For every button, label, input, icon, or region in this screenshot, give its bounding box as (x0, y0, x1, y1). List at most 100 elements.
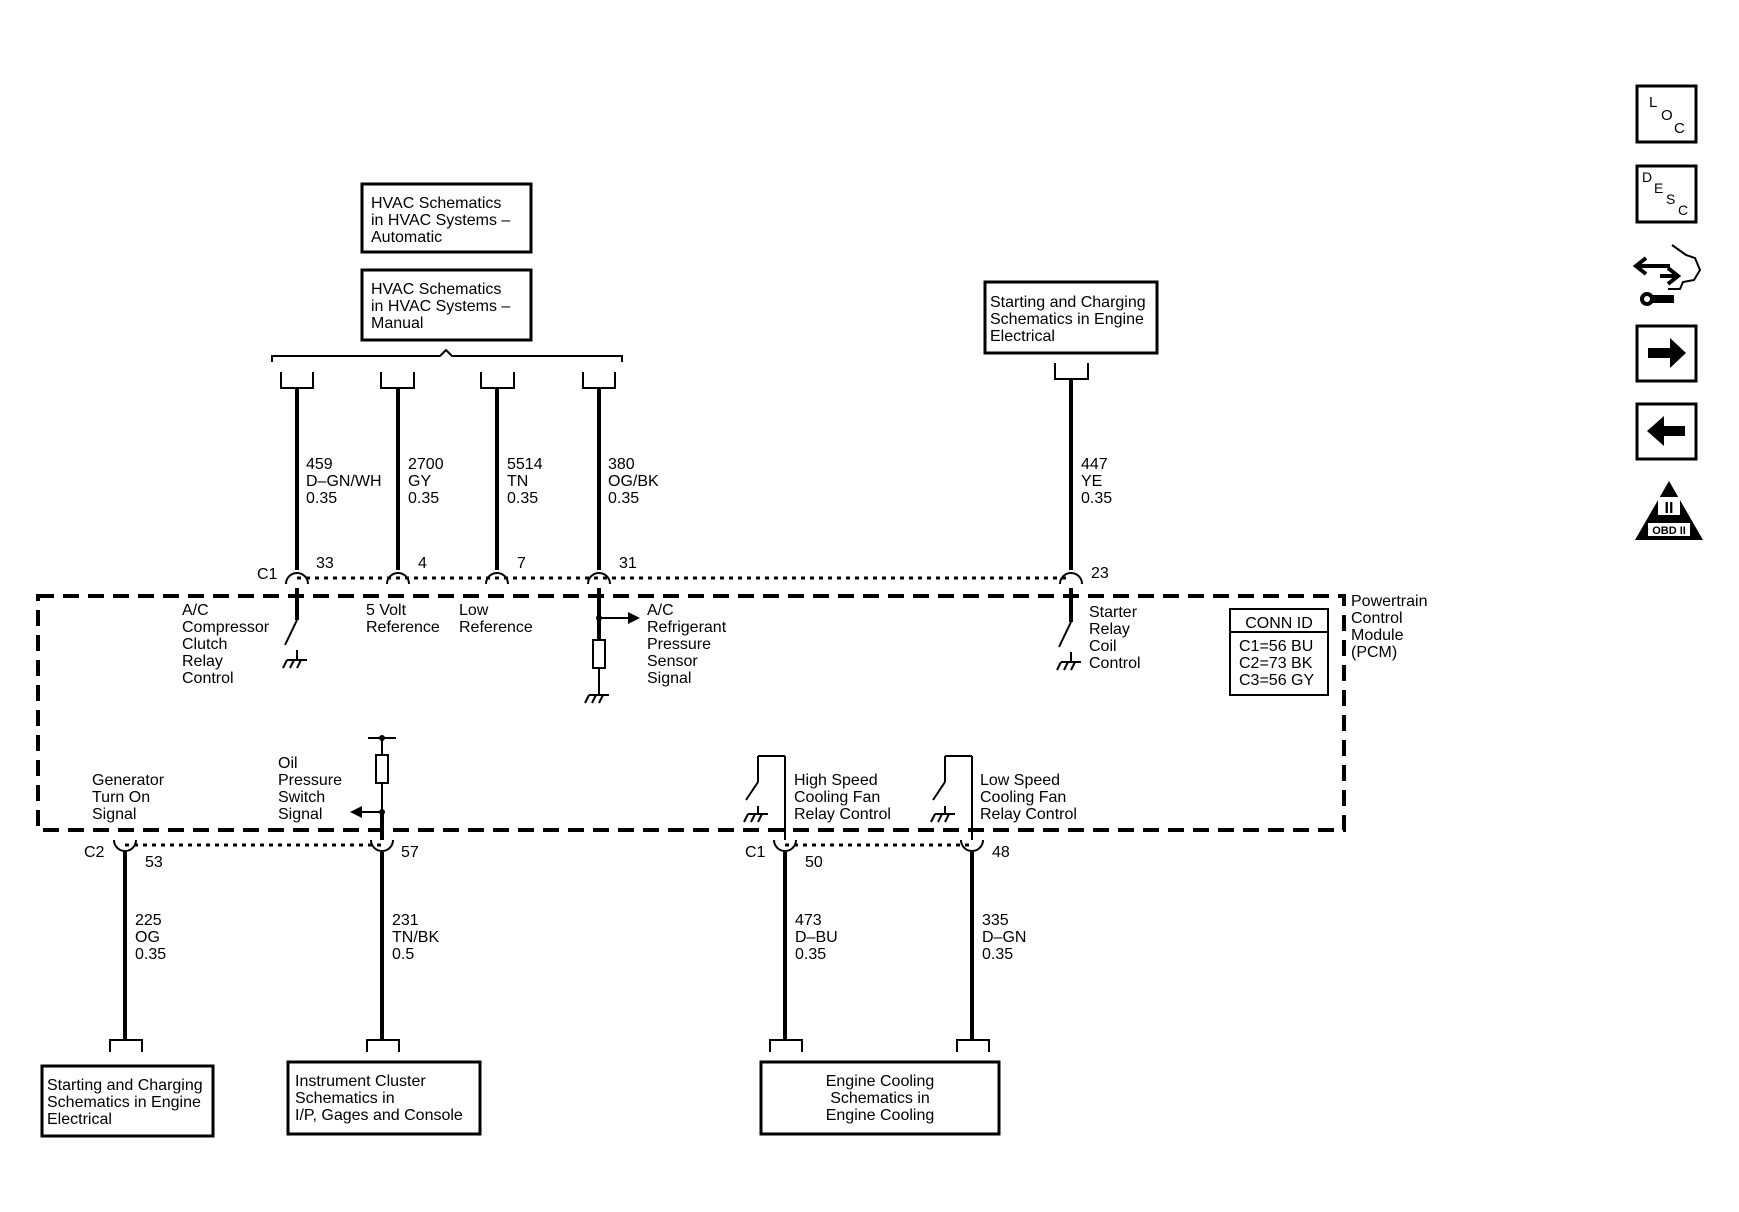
ref-box-starting-charging-top[interactable]: Starting and Charging Schematics in Engi… (983, 280, 1159, 355)
svg-text:447: 447 (1081, 456, 1108, 473)
harness-connector-icon[interactable] (1632, 244, 1702, 306)
svg-text:0.35: 0.35 (408, 490, 439, 507)
pcm-boundary (36, 594, 1346, 832)
svg-text:Turn On: Turn On (92, 789, 150, 806)
top-wires (295, 379, 1073, 570)
ref-box-hvac-manual[interactable]: HVAC Schematics in HVAC Systems – Manual (360, 268, 533, 342)
svg-text:Switch: Switch (278, 789, 325, 806)
svg-text:A/C: A/C (647, 602, 674, 619)
svg-text:Schematics in Engine: Schematics in Engine (47, 1094, 201, 1111)
svg-text:0.35: 0.35 (795, 946, 826, 963)
svg-text:Compressor: Compressor (182, 619, 270, 636)
circuit-label-generator: Generator Turn On Signal (92, 772, 165, 823)
svg-text:D–BU: D–BU (795, 929, 838, 946)
svg-text:C2=73 BK: C2=73 BK (1239, 655, 1313, 672)
svg-text:Low Speed: Low Speed (980, 772, 1060, 789)
arrow-right-icon[interactable] (1635, 324, 1698, 383)
svg-text:Module: Module (1351, 627, 1404, 644)
pin-48: 48 (992, 844, 1010, 861)
pin-53: 53 (145, 854, 163, 871)
svg-text:HVAC Schematics: HVAC Schematics (371, 281, 501, 298)
svg-text:Low: Low (459, 602, 489, 619)
svg-text:Relay Control: Relay Control (794, 806, 891, 823)
svg-text:Signal: Signal (647, 670, 691, 687)
pin-caps-bottom (113, 839, 984, 852)
svg-text:Control: Control (1089, 655, 1141, 672)
svg-text:Electrical: Electrical (990, 328, 1055, 345)
svg-text:Manual: Manual (371, 315, 423, 332)
pin-4: 4 (418, 555, 427, 572)
obd-ii-icon[interactable]: II OBD II (1635, 481, 1703, 540)
svg-text:L: L (1649, 94, 1657, 111)
pin-31: 31 (619, 555, 637, 572)
oil-pressure-signal-symbol (350, 735, 396, 840)
svg-text:OG/BK: OG/BK (608, 473, 659, 490)
svg-text:0.35: 0.35 (507, 490, 538, 507)
svg-text:C1=56 BU: C1=56 BU (1239, 638, 1313, 655)
svg-text:Engine Cooling: Engine Cooling (826, 1073, 935, 1090)
ref-box-hvac-automatic[interactable]: HVAC Schematics in HVAC Systems – Automa… (360, 182, 533, 254)
svg-text:Schematics in: Schematics in (295, 1090, 395, 1107)
svg-text:E: E (1654, 180, 1663, 196)
harness-terminals-bottom (109, 1039, 990, 1052)
svg-text:Electrical: Electrical (47, 1111, 112, 1128)
wire-label-335: 335 D–GN 0.35 (982, 912, 1026, 963)
wire-label-380: 380 OG/BK 0.35 (608, 456, 659, 507)
loc-icon[interactable]: L O C (1635, 84, 1698, 144)
svg-text:D–GN/WH: D–GN/WH (306, 473, 382, 490)
svg-text:High Speed: High Speed (794, 772, 878, 789)
svg-text:Starter: Starter (1089, 604, 1138, 621)
circuit-label-oil-pressure: Oil Pressure Switch Signal (278, 755, 342, 823)
circuit-label-low-reference: Low Reference (459, 602, 533, 636)
svg-text:Powertrain: Powertrain (1351, 593, 1427, 610)
pin-57: 57 (401, 844, 419, 861)
pcm-module-label: Powertrain Control Module (PCM) (1351, 593, 1427, 661)
svg-text:HVAC Schematics: HVAC Schematics (371, 195, 501, 212)
pin-50: 50 (805, 854, 823, 871)
ref-box-engine-cooling[interactable]: Engine Cooling Schematics in Engine Cool… (759, 1060, 1001, 1136)
svg-text:Engine Cooling: Engine Cooling (826, 1107, 935, 1124)
circuit-label-starter: Starter Relay Coil Control (1089, 604, 1141, 672)
svg-text:0.35: 0.35 (306, 490, 337, 507)
svg-text:380: 380 (608, 456, 635, 473)
svg-text:Refrigerant: Refrigerant (647, 619, 727, 636)
svg-text:473: 473 (795, 912, 822, 929)
wire-label-225: 225 OG 0.35 (135, 912, 166, 963)
desc-icon[interactable]: D E S C (1635, 164, 1698, 224)
svg-text:Instrument Cluster: Instrument Cluster (295, 1073, 426, 1090)
svg-text:I/P, Gages and Console: I/P, Gages and Console (295, 1107, 463, 1124)
pin-23: 23 (1091, 565, 1109, 582)
connector-c1-bottom-label: C1 (745, 844, 766, 861)
wire-label-2700: 2700 GY 0.35 (408, 456, 444, 507)
svg-text:Relay Control: Relay Control (980, 806, 1077, 823)
pin-7: 7 (517, 555, 526, 572)
connector-c2-label: C2 (84, 844, 105, 861)
svg-text:CONN ID: CONN ID (1245, 615, 1313, 632)
svg-text:TN: TN (507, 473, 528, 490)
svg-text:OG: OG (135, 929, 160, 946)
bottom-wires (123, 852, 974, 1040)
svg-text:Automatic: Automatic (371, 229, 442, 246)
svg-text:in HVAC Systems –: in HVAC Systems – (371, 298, 510, 315)
wire-label-459: 459 D–GN/WH 0.35 (306, 456, 382, 507)
ref-box-starting-charging-bottom[interactable]: Starting and Charging Schematics in Engi… (40, 1064, 215, 1138)
svg-text:Sensor: Sensor (647, 653, 698, 670)
svg-text:C3=56 GY: C3=56 GY (1239, 672, 1314, 689)
svg-text:Pressure: Pressure (278, 772, 342, 789)
svg-text:225: 225 (135, 912, 162, 929)
ac-pressure-signal-symbol (584, 588, 640, 704)
wire-label-5514: 5514 TN 0.35 (507, 456, 543, 507)
arrow-left-icon[interactable] (1635, 402, 1698, 461)
svg-text:(PCM): (PCM) (1351, 644, 1397, 661)
svg-text:TN/BK: TN/BK (392, 929, 439, 946)
circuit-label-ac-clutch: A/C Compressor Clutch Relay Control (182, 602, 270, 687)
svg-text:5 Volt: 5 Volt (366, 602, 407, 619)
svg-text:Signal: Signal (278, 806, 322, 823)
harness-terminals-top (280, 363, 1089, 389)
svg-text:D: D (1642, 169, 1652, 185)
low-speed-fan-switch-symbol (930, 755, 973, 840)
svg-text:O: O (1661, 107, 1673, 124)
ref-box-instrument-cluster[interactable]: Instrument Cluster Schematics in I/P, Ga… (286, 1060, 482, 1136)
svg-text:II: II (1665, 500, 1674, 517)
